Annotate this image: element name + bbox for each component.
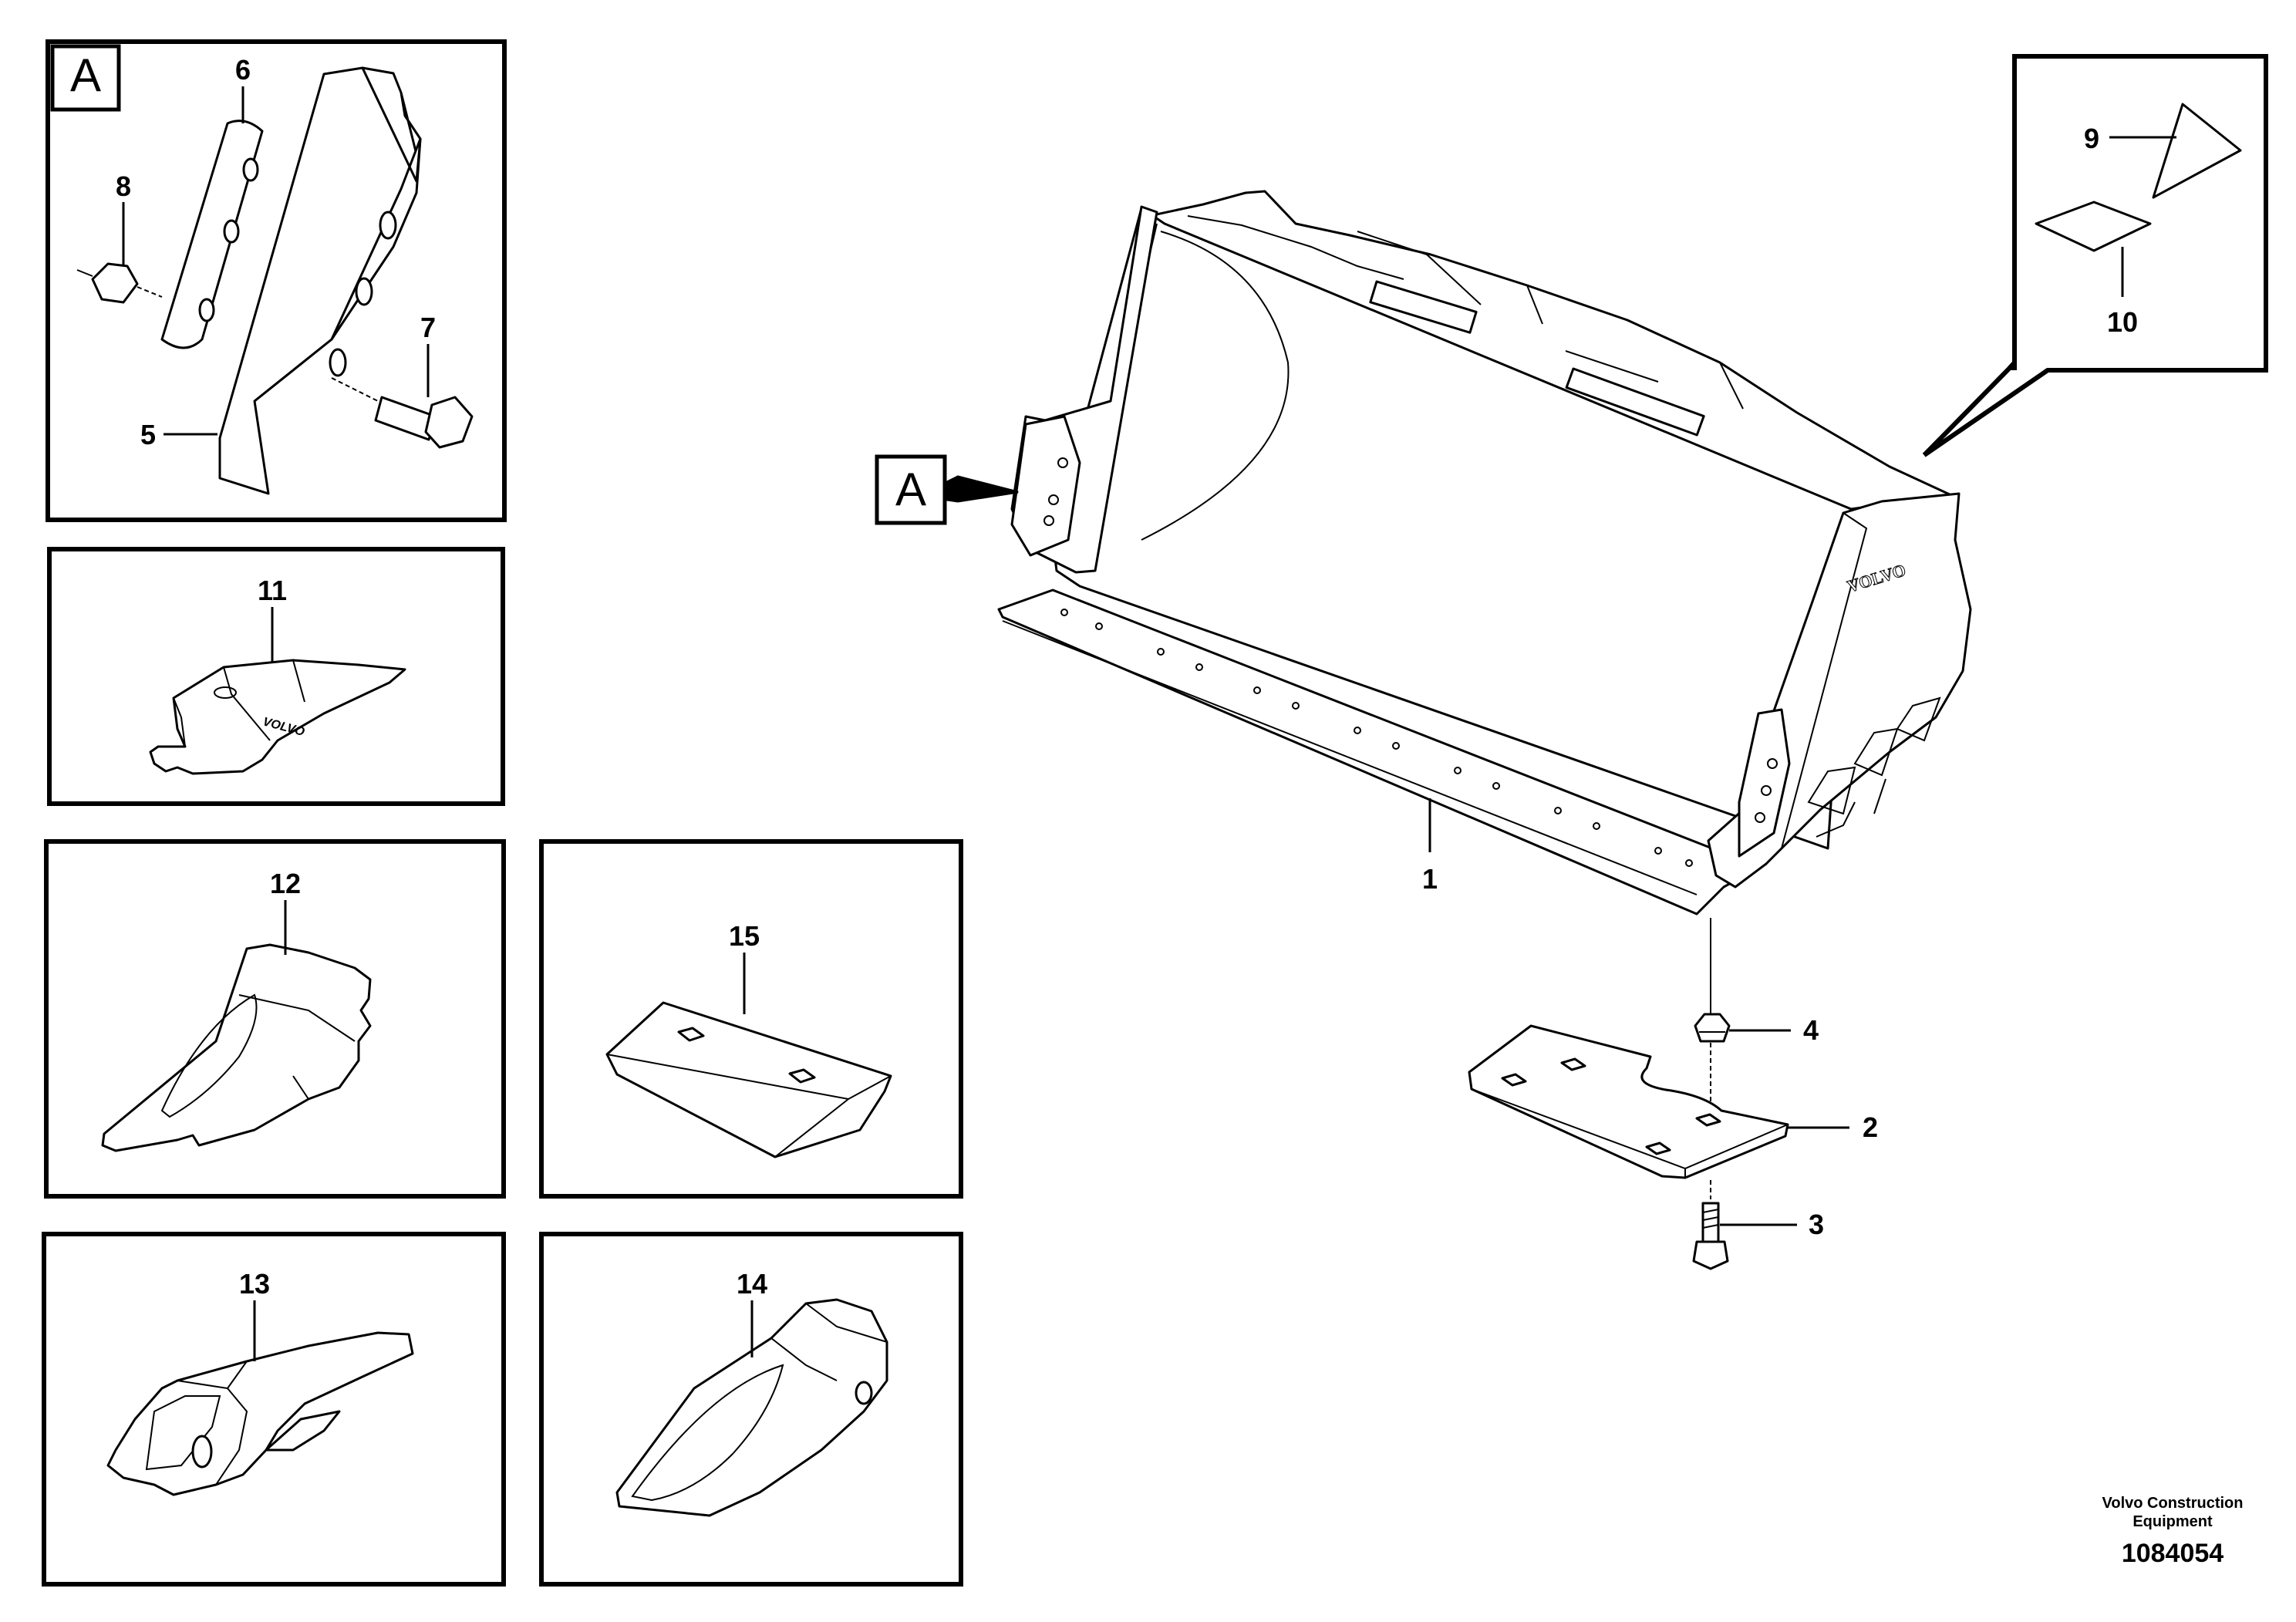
detail-a-reference: A	[875, 454, 1019, 525]
callout-13: 13	[239, 1268, 270, 1300]
nut-part-4	[1694, 1013, 1731, 1043]
callout-5: 5	[140, 419, 156, 450]
detail-a-reference-label: A	[895, 464, 926, 515]
decal-part-9	[2152, 103, 2242, 199]
plate-part-6	[160, 120, 264, 349]
decal-panel: 9 10	[1922, 54, 2268, 457]
tooth-panel-14: 14	[539, 1232, 963, 1587]
bucket-part-1: VOLVO	[997, 190, 1972, 916]
callout-9: 9	[2084, 123, 2099, 154]
wear-plate-assembly: 4 2 3	[1468, 918, 1878, 1270]
wear-plate-part-15	[605, 1001, 892, 1158]
footer-company-line2: Equipment	[2132, 1513, 2213, 1530]
bolt-part-3	[1692, 1180, 1729, 1270]
cutting-edge-holes	[1060, 609, 1693, 867]
bolt-part-7	[331, 377, 474, 449]
callout-11: 11	[258, 575, 287, 606]
callout-1: 1	[1422, 863, 1438, 895]
tooth-part-12	[101, 943, 372, 1152]
callout-10: 10	[2107, 306, 2138, 338]
tooth-panel-11: VOLVO 11	[47, 547, 505, 806]
callout-8: 8	[116, 170, 131, 202]
drawing-number: 1084054	[2122, 1539, 2224, 1568]
nut-part-8	[76, 262, 163, 304]
decal-part-10	[2035, 201, 2152, 252]
tooth-part-11: VOLVO	[149, 659, 406, 775]
drawing-footer: Volvo Construction Equipment 1084054	[2102, 1495, 2244, 1568]
tooth-panel-13: 13	[42, 1232, 506, 1587]
callout-4: 4	[1803, 1014, 1819, 1046]
tooth-part-13	[106, 1331, 414, 1496]
callout-7: 7	[420, 312, 436, 343]
tooth-part-14	[615, 1298, 888, 1517]
callout-14: 14	[737, 1268, 767, 1300]
footer-company-line1: Volvo Construction	[2102, 1495, 2244, 1512]
callout-15: 15	[729, 920, 760, 952]
callout-12: 12	[270, 868, 301, 899]
detail-a-panel: A	[46, 39, 507, 522]
detail-a-label: A	[70, 49, 101, 101]
callout-3: 3	[1809, 1209, 1824, 1240]
adapter-part-5	[218, 66, 422, 495]
callout-6: 6	[235, 54, 251, 86]
tooth-panel-12: 12	[44, 839, 506, 1199]
wear-plate-part-2	[1468, 1024, 1789, 1179]
wear-plate-panel-15: 15	[539, 839, 963, 1199]
callout-2: 2	[1863, 1111, 1878, 1143]
